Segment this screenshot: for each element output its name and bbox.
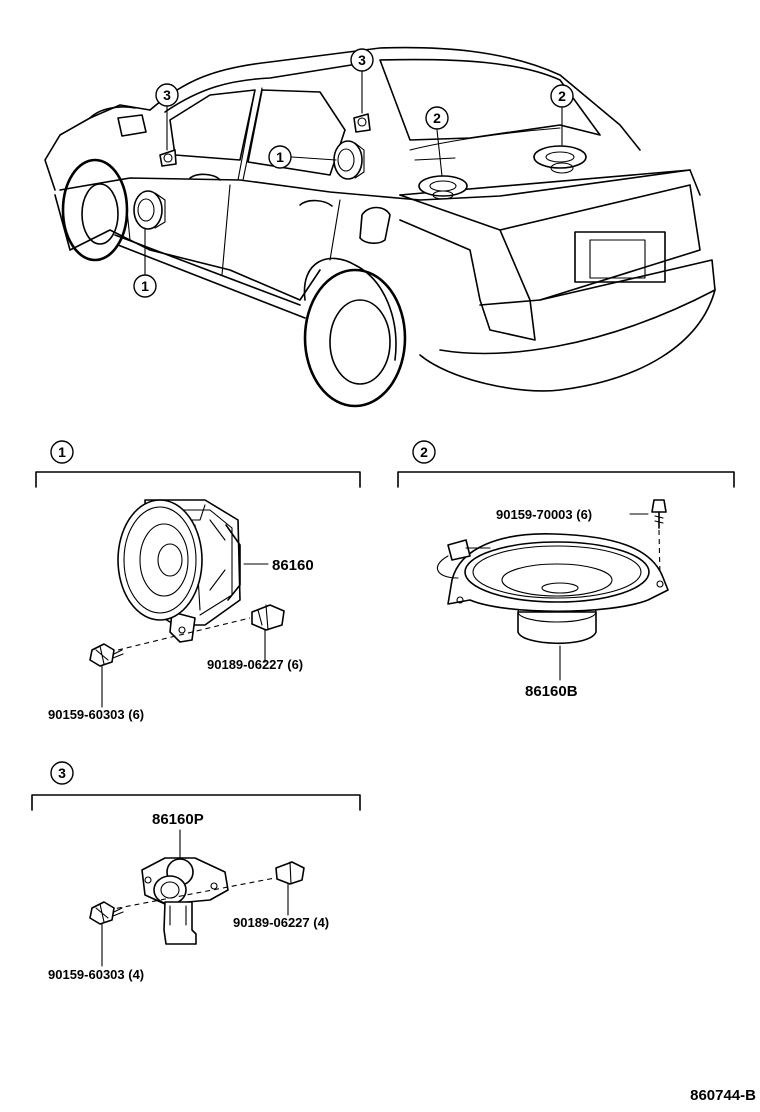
svg-text:3: 3 [163,87,171,103]
svg-text:3: 3 [58,765,66,781]
car-illustration [44,46,716,408]
front-door-speaker-illustration [133,190,166,230]
callout-leaders [144,70,563,275]
callout-1-front-door: 1 [133,274,157,298]
tweeter-nut-part-number: 90189-06227 (4) [233,915,329,930]
front-speaker-screw-part-number: 90159-60303 (6) [48,707,144,722]
callout-1-rear-door: 1 [268,145,292,169]
svg-text:2: 2 [420,444,428,460]
section-3-header: 3 [31,761,361,811]
rear-door-speaker-illustration [333,140,365,180]
rear-tweeter-illustration [353,113,371,133]
rear-speaker-screw-drawing [651,499,667,529]
tweeter-screw-drawing [89,901,124,925]
figure-code: 860744-B [690,1087,756,1104]
front-speaker-screw-drawing [89,643,124,667]
section-2-header: 2 [397,440,735,488]
rear-speaker-drawing [436,533,669,645]
svg-text:1: 1 [276,149,284,165]
section-1-header: 1 [35,440,361,488]
callout-2-shelf-right: 2 [550,84,574,108]
front-speaker-part-number: 86160 [272,557,314,574]
tweeter-nut-drawing [275,861,305,885]
svg-text:2: 2 [433,110,441,126]
callout-3-front-tweeter: 3 [155,83,179,107]
rear-speaker-screw-part-number: 90159-70003 (6) [496,507,592,522]
tweeter-dash-line [107,877,276,911]
shelf-speaker-right-illustration [533,145,587,174]
svg-text:1: 1 [141,278,149,294]
callout-3-rear-tweeter: 3 [350,48,374,72]
front-speaker-nut-part-number: 90189-06227 (6) [207,657,303,672]
svg-text:1: 1 [58,444,66,460]
front-tweeter-illustration [159,149,177,167]
svg-text:2: 2 [558,88,566,104]
rear-speaker-part-number: 86160B [525,683,578,700]
shelf-speaker-left-illustration [418,175,468,200]
tweeter-screw-part-number: 90159-60303 (4) [48,967,144,982]
svg-text:3: 3 [358,52,366,68]
tweeter-drawing [141,857,229,945]
tweeter-part-number: 86160P [152,811,204,828]
callout-2-shelf-left: 2 [425,106,449,130]
front-speaker-dash-line [117,617,251,651]
front-speaker-drawing [117,499,241,643]
front-speaker-nut-drawing [251,604,285,631]
